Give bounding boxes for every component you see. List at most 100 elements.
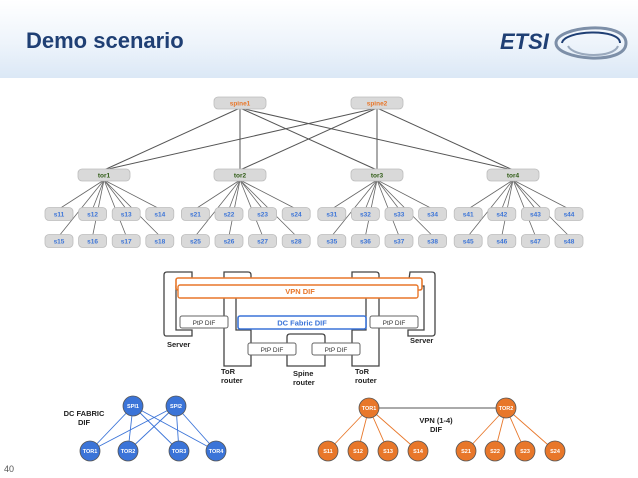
fabric-tor-node: TOR3 — [168, 440, 190, 462]
vpn-server-node: S13 — [377, 440, 399, 462]
server-node-label: s14 — [154, 212, 165, 219]
fabric-tor-node-label: TOR1 — [83, 449, 98, 455]
server-node-box — [44, 207, 74, 221]
server-node-label: s38 — [427, 239, 438, 246]
server-node: s26 — [214, 234, 244, 248]
server-node-box — [78, 207, 107, 221]
vpn-server-link — [368, 407, 419, 452]
server-node-label: s11 — [54, 212, 65, 219]
tor-node: tor4 — [486, 168, 540, 182]
server-node-box — [180, 234, 210, 248]
server-node-label: s25 — [190, 239, 201, 246]
vpn-server-node-label: S22 — [490, 449, 500, 455]
server-node-label: s17 — [121, 239, 132, 246]
server-node-box — [418, 207, 448, 221]
server-node: s13 — [111, 207, 141, 221]
server-node: s18 — [145, 234, 175, 248]
dc-fabric-dif-label: DC Fabric DIF — [277, 319, 327, 328]
server-node-box — [248, 234, 278, 248]
ptp-dif-label: PtP DIF — [325, 347, 348, 354]
server-node-label: s16 — [87, 239, 98, 246]
server-node: s22 — [214, 207, 244, 221]
server-node-box — [418, 234, 448, 248]
server-node-box — [145, 207, 175, 221]
server-node-box — [214, 207, 244, 221]
tor-server-link — [195, 179, 241, 210]
tor-server-link — [501, 179, 514, 210]
server-node: s48 — [554, 234, 584, 248]
server-node-label: s32 — [360, 212, 371, 219]
fabric-spine-node-label: SPI1 — [127, 404, 139, 410]
server-node-box — [487, 234, 517, 248]
vpn-dif-label: VPN DIF — [285, 287, 315, 296]
server-node-label: s15 — [54, 239, 65, 246]
fabric-spine-node-circle — [122, 395, 144, 417]
server-node-box — [44, 234, 74, 248]
server-node-box — [487, 207, 517, 221]
slide-header: Demo scenario ETSI — [0, 0, 638, 78]
vpn-server-node-circle — [484, 440, 506, 462]
vpn-server-node: S24 — [544, 440, 566, 462]
spine-tor-link — [239, 107, 378, 171]
server-node-box — [281, 234, 311, 248]
server-node-label: s37 — [394, 239, 405, 246]
server-node: s38 — [418, 234, 448, 248]
fabric-spine-node-label: SPI2 — [170, 404, 182, 410]
server-node-box — [350, 207, 380, 221]
server-node-box — [521, 207, 550, 221]
fabric-tor-node-label: TOR3 — [172, 449, 187, 455]
etsi-logo: ETSI — [500, 26, 628, 60]
server-node: s34 — [418, 207, 448, 221]
server-node-box — [111, 207, 141, 221]
server-node-label: s42 — [496, 212, 507, 219]
tor-server-link — [376, 179, 433, 210]
server-node: s16 — [78, 234, 107, 248]
tor-node: tor3 — [350, 168, 404, 182]
spine-tor-link — [376, 107, 514, 171]
fabric-tor-node-circle — [205, 440, 227, 462]
server-node-label: s28 — [291, 239, 302, 246]
tor-node-label: tor2 — [234, 173, 247, 180]
tor-node-box — [350, 168, 404, 182]
svg-text:ETSI: ETSI — [500, 29, 550, 54]
vpn-server-node: S14 — [407, 440, 429, 462]
server-node: s31 — [317, 207, 347, 221]
server-node: s14 — [145, 207, 175, 221]
tor-server-link — [467, 179, 514, 210]
spine-tor-link — [103, 107, 378, 171]
server-left-label: Server — [167, 340, 190, 349]
ptp-dif-label: PtP DIF — [383, 320, 406, 327]
server-left-box — [163, 271, 193, 337]
page-number: 40 — [4, 464, 15, 474]
server-node: s43 — [521, 207, 550, 221]
tor-server-link — [58, 179, 105, 210]
tor-server-link — [239, 179, 297, 210]
server-node: s37 — [384, 234, 414, 248]
server-node-label: s34 — [427, 212, 438, 219]
server-node: s12 — [78, 207, 107, 221]
server-node-label: s48 — [564, 239, 575, 246]
fabric-tor-node: TOR1 — [79, 440, 101, 462]
dc-fabric-dif-bar — [237, 315, 367, 330]
fabric-tor-node-circle — [79, 440, 101, 462]
vpn-server-node-label: S11 — [323, 449, 332, 455]
ptp-dif-server-right — [369, 315, 419, 329]
server-node: s42 — [487, 207, 517, 221]
vpn-tor-node: TOR2 — [495, 397, 517, 419]
server-node-label: s35 — [326, 239, 337, 246]
fabric-tor-node: TOR4 — [205, 440, 227, 462]
fabric-tor-node-circle — [117, 440, 139, 462]
server-node-label: s31 — [326, 212, 337, 219]
server-node-label: s24 — [291, 212, 302, 219]
vpn-server-node: S21 — [455, 440, 477, 462]
tor-server-link — [92, 179, 105, 210]
vpn-tor-node-circle — [358, 397, 380, 419]
server-node: s17 — [111, 234, 141, 248]
vpn-server-node-circle — [377, 440, 399, 462]
server-node: s15 — [44, 234, 74, 248]
